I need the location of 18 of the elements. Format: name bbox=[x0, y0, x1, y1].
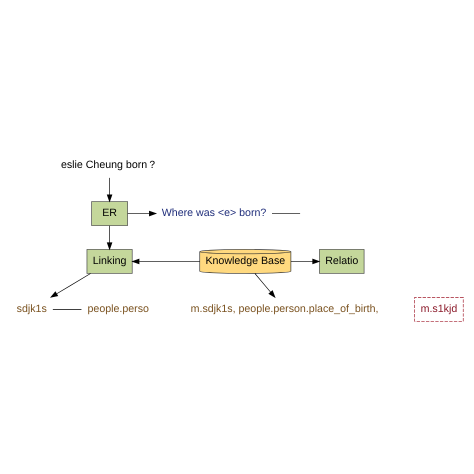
arrow bbox=[127, 210, 158, 216]
node-text: eslie Cheung born？ bbox=[60, 158, 158, 171]
connector bbox=[52, 308, 82, 310]
arrow bbox=[106, 224, 112, 250]
node-box: ER bbox=[91, 200, 128, 226]
node-box: Linking bbox=[86, 248, 133, 274]
arrow bbox=[254, 272, 276, 298]
node-text: people.perso bbox=[88, 302, 149, 314]
arrow bbox=[50, 272, 91, 298]
node-text: sdjk1s bbox=[16, 302, 47, 314]
node-box: Relatio bbox=[319, 248, 364, 274]
node-text: m.sdjk1s, people.person.place_of_birth, bbox=[190, 302, 378, 314]
arrow bbox=[106, 176, 112, 202]
node-text: Where was <e> born? bbox=[162, 206, 266, 219]
arrow bbox=[131, 258, 200, 264]
arrow bbox=[290, 258, 320, 264]
connector bbox=[272, 212, 300, 214]
node-box: m.s1kjd bbox=[414, 296, 464, 322]
